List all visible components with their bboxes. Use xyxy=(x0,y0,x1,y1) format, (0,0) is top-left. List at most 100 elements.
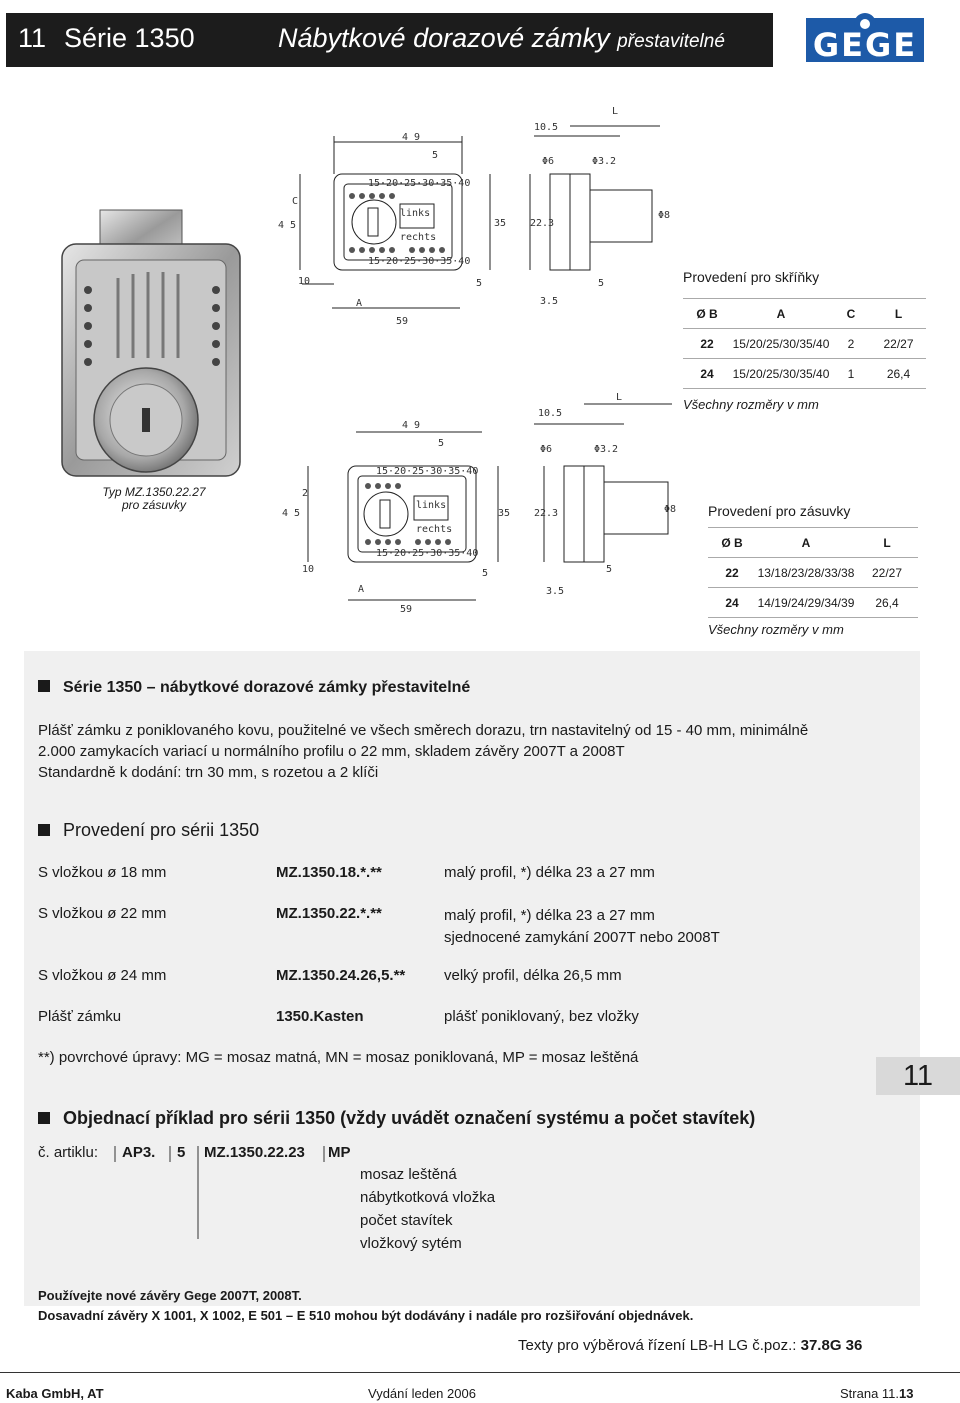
bullet-square-icon xyxy=(38,680,50,692)
dim-label: 4 5 xyxy=(278,220,296,231)
dim-label: 5 xyxy=(438,438,444,449)
article-part: 5 xyxy=(177,1144,186,1161)
header-bar: 11 Série 1350 Nábytkové dorazové zámky p… xyxy=(6,13,773,67)
bullet-square-icon xyxy=(38,1112,50,1124)
dim-label: Φ3.2 xyxy=(594,444,618,455)
scale-label: 15·20·25·30·35·40 xyxy=(368,256,470,267)
table-cabinet-note: Všechny rozměry v mm xyxy=(683,397,819,412)
variant-desc: plášť poniklovaný, bez vložky xyxy=(444,1008,639,1025)
dim-label: Φ8 xyxy=(658,210,670,221)
section1-heading: Série 1350 – nábytkové dorazové zámky př… xyxy=(38,679,470,697)
table-cabinet-caption: Provedení pro skříňky xyxy=(683,269,820,285)
table-row: 22 13/18/23/28/33/38 22/27 xyxy=(708,557,918,588)
table-cabinet: Ø B A C L 22 15/20/25/30/35/40 2 22/27 2… xyxy=(683,298,926,389)
dim-label: Φ8 xyxy=(664,504,676,515)
dim-label: C xyxy=(292,196,298,207)
footer-rule xyxy=(0,1372,960,1373)
dim-label: 22.3 xyxy=(530,218,554,229)
lock-photo xyxy=(58,208,248,478)
tender-reference: Texty pro výběrová řízení LB-H LG č.poz.… xyxy=(518,1337,863,1354)
dim-label: Φ3.2 xyxy=(592,156,616,167)
variant-label: S vložkou ø 24 mm xyxy=(38,967,167,984)
table-drawer: Ø B A L 22 13/18/23/28/33/38 22/27 24 14… xyxy=(708,527,918,618)
section1-body: Plášť zámku z poniklovaného kovu, použit… xyxy=(38,722,809,781)
dim-label: 59 xyxy=(400,604,412,615)
page-title: Nábytkové dorazové zámky přestavitelné xyxy=(278,23,725,53)
dim-label: 4 5 xyxy=(282,508,300,519)
dim-label: 35 xyxy=(498,508,510,519)
table-header-row: Ø B A L xyxy=(708,527,918,558)
table-row: 24 15/20/25/30/35/40 1 26,4 xyxy=(683,358,926,389)
dim-label: 22.3 xyxy=(534,508,558,519)
variant-code: 1350.Kasten xyxy=(276,1008,364,1025)
table-header-row: Ø B A C L xyxy=(683,298,926,329)
chapter-number: 11 xyxy=(18,23,47,53)
dim-label: 5 xyxy=(482,568,488,579)
lock-label: links xyxy=(416,500,446,511)
lock-label: rechts xyxy=(416,524,452,535)
variant-desc: malý profil, *) délka 23 a 27 mm sjednoc… xyxy=(444,907,720,946)
article-legend: mosaz leštěná nábytkotková vložka počet … xyxy=(360,1166,496,1252)
dim-label: 2 xyxy=(302,488,308,499)
article-part: MP xyxy=(328,1144,351,1161)
dim-label: 10.5 xyxy=(538,408,562,419)
footer-company: Kaba GmbH, AT xyxy=(6,1386,104,1401)
page-subtitle: přestavitelné xyxy=(617,31,725,52)
bullet-square-icon xyxy=(38,824,50,836)
dim-label: Φ6 xyxy=(540,444,552,455)
dim-label: 10 xyxy=(302,564,314,575)
variant-desc: velký profil, délka 26,5 mm xyxy=(444,967,622,984)
article-connector-lines xyxy=(114,1146,325,1239)
drawing-drawer: 4 9 5 10.5 L Φ6 Φ3.2 4 5 2 35 22.3 Φ8 10… xyxy=(272,386,692,626)
photo-caption: Typ MZ.1350.22.27 pro zásuvky xyxy=(102,485,206,512)
table-row: 22 15/20/25/30/35/40 2 22/27 xyxy=(683,328,926,359)
variant-desc: malý profil, *) délka 23 a 27 mm xyxy=(444,864,655,881)
table-drawer-caption: Provedení pro zásuvky xyxy=(708,503,851,519)
dim-label: A xyxy=(356,298,362,309)
dim-label: 3.5 xyxy=(540,296,558,307)
article-label: č. artiklu: xyxy=(38,1144,99,1161)
finish-note: **) povrchové úpravy: MG = mosaz matná, … xyxy=(38,1049,639,1066)
logo-text: GEGE xyxy=(813,26,917,64)
scale-label: 15·20·25·30·35·40 xyxy=(368,178,470,189)
footer-page: Strana 11.13 xyxy=(840,1386,914,1401)
dim-label: 59 xyxy=(396,316,408,327)
article-part: AP3. xyxy=(122,1144,156,1161)
content-box xyxy=(24,651,920,1306)
dim-label: 35 xyxy=(494,218,506,229)
dim-label: Φ6 xyxy=(542,156,554,167)
variant-label: S vložkou ø 18 mm xyxy=(38,864,167,881)
dim-label: A xyxy=(358,584,364,595)
variant-code: MZ.1350.24.26,5.** xyxy=(276,967,406,984)
lock-label: rechts xyxy=(400,232,436,243)
series-title: Série 1350 xyxy=(64,23,195,53)
table-drawer-note: Všechny rozměry v mm xyxy=(708,622,844,637)
dim-label: 5 xyxy=(598,278,604,289)
dim-label: 10 xyxy=(298,276,310,287)
dim-label: L xyxy=(612,106,618,117)
dim-label: 4 9 xyxy=(402,420,420,431)
notice: Používejte nové závěry Gege 2007T, 2008T… xyxy=(38,1288,694,1323)
variant-code: MZ.1350.18.*.** xyxy=(276,864,382,881)
footer-edition: Vydání leden 2006 xyxy=(368,1386,476,1401)
section2-heading: Provedení pro sérii 1350 xyxy=(38,820,259,841)
drawing-cabinet: 4 9 5 10.5 L Φ6 Φ3.2 4 5 C 35 22.3 Φ8 10… xyxy=(272,100,682,340)
variant-label: Plášť zámku xyxy=(38,1008,122,1025)
dim-label: 4 9 xyxy=(402,132,420,143)
dim-label: 5 xyxy=(606,564,612,575)
dim-label: 5 xyxy=(476,278,482,289)
chapter-tab: 11 xyxy=(876,1057,960,1095)
dim-label: L xyxy=(616,392,622,403)
variant-code: MZ.1350.22.*.** xyxy=(276,905,382,922)
scale-label: 15·20·25·30·35·40 xyxy=(376,466,478,477)
table-row: 24 14/19/24/29/34/39 26,4 xyxy=(708,587,918,618)
dim-label: 3.5 xyxy=(546,586,564,597)
lock-label: links xyxy=(400,208,430,219)
gege-logo: GEGE xyxy=(806,12,924,66)
dim-label: 5 xyxy=(432,150,438,161)
scale-label: 15·20·25·30·35·40 xyxy=(376,548,478,559)
section3-heading: Objednací příklad pro sérii 1350 (vždy u… xyxy=(38,1108,755,1129)
variant-label: S vložkou ø 22 mm xyxy=(38,905,167,922)
article-part: MZ.1350.22.23 xyxy=(204,1144,305,1161)
dim-label: 10.5 xyxy=(534,122,558,133)
